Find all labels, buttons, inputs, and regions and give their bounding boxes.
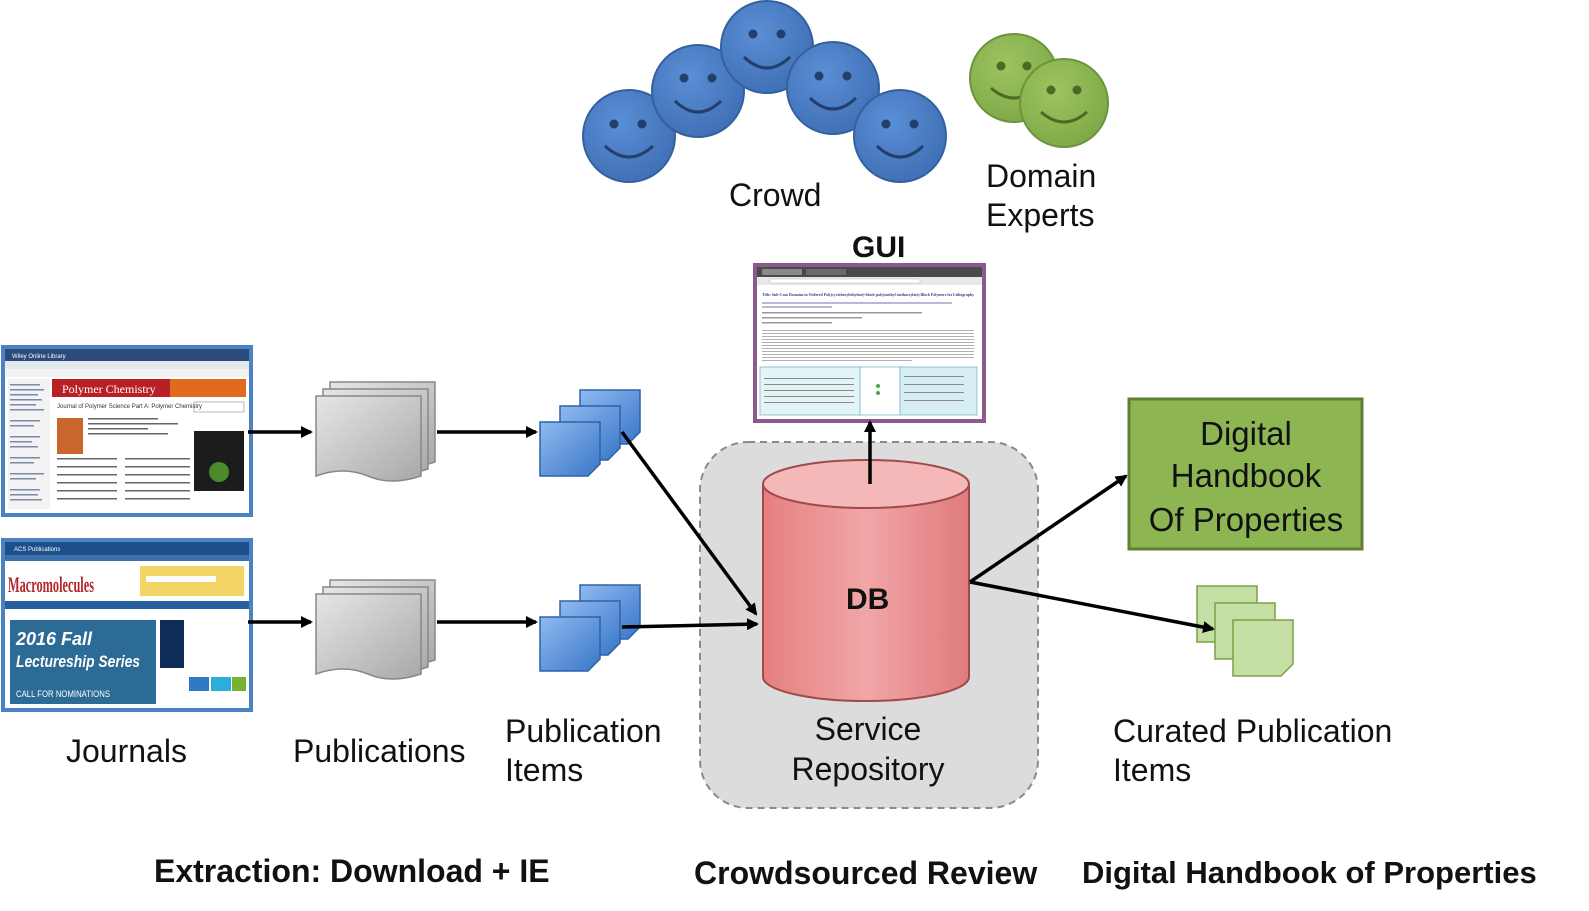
journals-label: Journals	[66, 733, 187, 769]
section-handbook: Digital Handbook of Properties	[1082, 855, 1537, 890]
acs-banner-line3: CALL FOR NOMINATIONS	[16, 689, 110, 699]
crowd-face-icon	[651, 44, 745, 138]
db-label: DB	[846, 583, 890, 616]
wiley-header-text: Wiley Online Library	[12, 354, 66, 360]
flow-arrows	[248, 420, 1215, 633]
publications-stack-top	[315, 381, 436, 482]
service-repository-label-line2: Repository	[791, 751, 945, 787]
domain-experts-label-line2: Experts	[986, 197, 1095, 233]
acs-banner-line2: Lectureship Series	[16, 652, 140, 671]
service-repository-label-line1: Service	[814, 711, 922, 747]
crowd-group	[582, 0, 947, 183]
acs-banner-line1: 2016 Fall	[15, 629, 93, 649]
handbook-box-line1: Digital	[1200, 415, 1292, 452]
publications-stack-bottom	[315, 579, 436, 680]
gui-screenshot-title: Title: Sub-5 nm Domains in Ordered Poly(…	[762, 292, 975, 297]
publications-label: Publications	[293, 733, 466, 769]
arrow-items-bottom-to-db	[621, 618, 759, 631]
section-extraction: Extraction: Download + IE	[154, 853, 550, 889]
acs-journal-text: Macromolecules	[8, 572, 94, 597]
handbook-box-line2: Handbook	[1170, 457, 1322, 494]
db-cylinder	[762, 459, 970, 702]
publication-items-top	[539, 389, 641, 477]
wiley-journal-cover: Wiley Online Library Polymer Chemistry J…	[1, 345, 253, 517]
curated-items-label-line1: Curated Publication	[1113, 713, 1393, 749]
wiley-title-text: Journal of Polymer Science Part A: Polym…	[57, 404, 202, 410]
arrow-db-to-handbook	[969, 474, 1128, 584]
arrow-items-top-to-db	[620, 430, 758, 616]
handbook-box-line3: Of Properties	[1148, 501, 1344, 538]
publication-items-label-line2: Items	[505, 752, 584, 788]
arrow-db-to-curated	[969, 580, 1215, 633]
crowd-face-icon	[853, 89, 947, 183]
publication-items-label-line1: Publication	[505, 713, 662, 749]
expert-face-icon	[1019, 58, 1109, 148]
publication-items-bottom	[539, 584, 641, 672]
domain-experts-label-line1: Domain	[986, 158, 1097, 194]
crowd-face-icon	[786, 41, 880, 135]
wiley-banner-text: Polymer Chemistry	[62, 382, 156, 396]
gui-screenshot: Title: Sub-5 nm Domains in Ordered Poly(…	[753, 263, 986, 423]
crowd-label: Crowd	[729, 177, 822, 213]
section-review: Crowdsourced Review	[694, 855, 1038, 891]
acs-header-text: ACS Publications	[14, 547, 60, 553]
acs-journal-cover: ACS Publications Macromolecules 2016 Fal…	[1, 538, 253, 712]
gui-label: GUI	[852, 231, 906, 264]
curated-items-label-line2: Items	[1113, 752, 1192, 788]
domain-experts-group	[969, 33, 1109, 148]
digital-handbook-box	[1127, 397, 1364, 551]
crowd-face-icon	[582, 89, 676, 183]
curated-items-stack	[1196, 585, 1294, 677]
